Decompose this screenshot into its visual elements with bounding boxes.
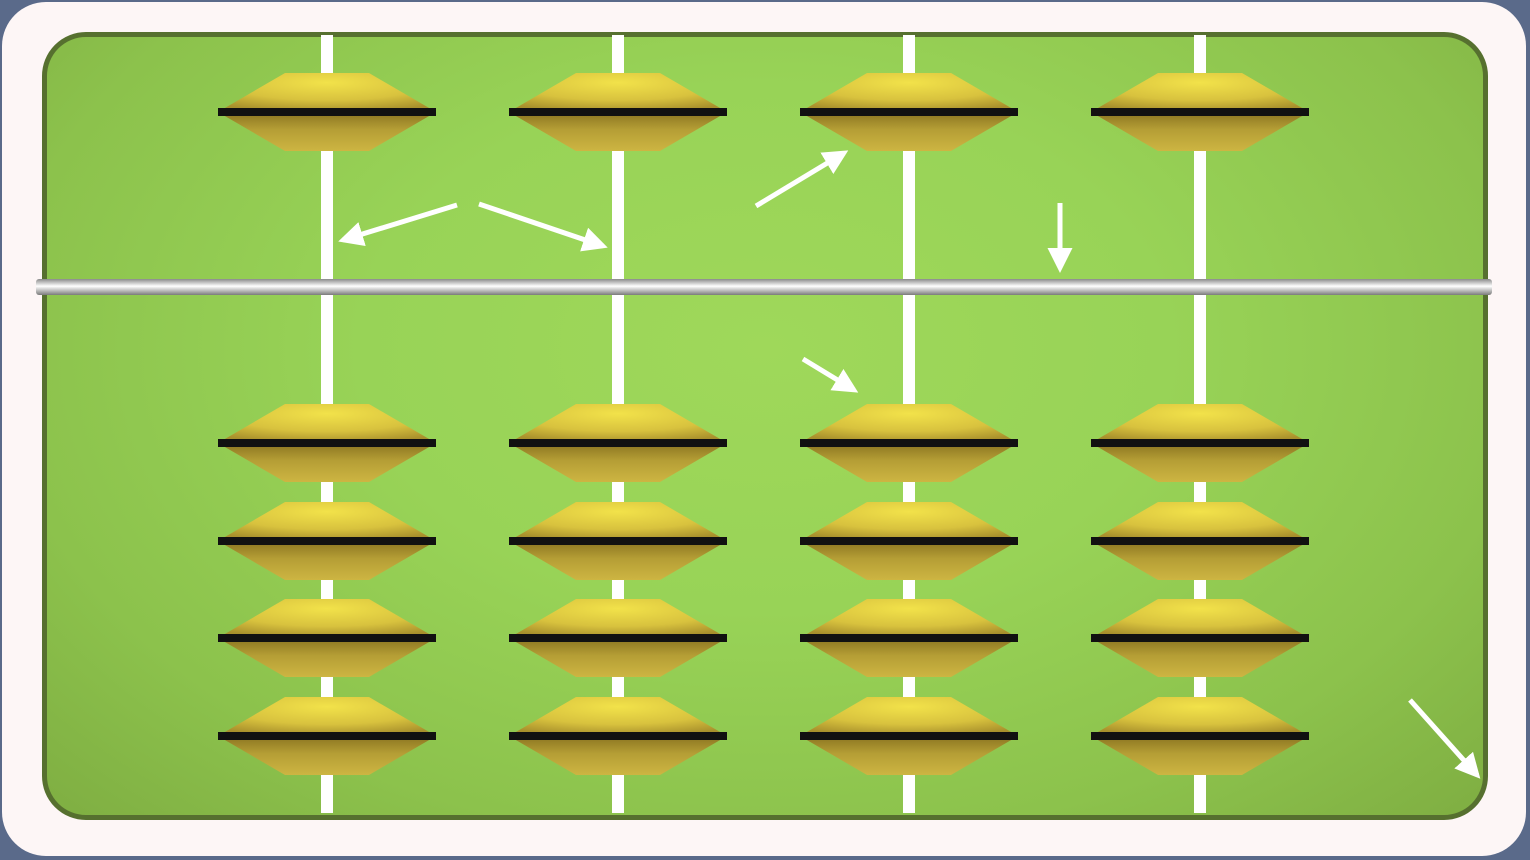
arrow-6 [1408, 698, 1481, 779]
lower-bead-rod-3-2 [800, 502, 1018, 580]
beam [36, 279, 1492, 295]
lower-bead-rod-1-1 [218, 404, 436, 482]
lower-bead-rod-3-3 [800, 599, 1018, 677]
upper-bead-rod-4 [1091, 73, 1309, 151]
lower-bead-rod-4-3 [1091, 599, 1309, 677]
arrow-1 [338, 202, 458, 247]
arrow-2 [478, 201, 608, 252]
lower-bead-rod-2-2 [509, 502, 727, 580]
lower-bead-rod-4-4 [1091, 697, 1309, 775]
upper-bead-rod-1 [218, 73, 436, 151]
lower-bead-rod-4-1 [1091, 404, 1309, 482]
lower-bead-rod-3-1 [800, 404, 1018, 482]
lower-bead-rod-1-3 [218, 599, 436, 677]
arrow-3 [754, 150, 849, 209]
lower-bead-rod-4-2 [1091, 502, 1309, 580]
lower-bead-rod-2-4 [509, 697, 727, 775]
lower-bead-rod-1-4 [218, 697, 436, 775]
upper-bead-rod-3 [800, 73, 1018, 151]
lower-bead-rod-3-4 [800, 697, 1018, 775]
upper-bead-rod-2 [509, 73, 727, 151]
lower-bead-rod-1-2 [218, 502, 436, 580]
lower-bead-rod-2-1 [509, 404, 727, 482]
lower-bead-rod-2-3 [509, 599, 727, 677]
arrow-5 [801, 356, 859, 393]
